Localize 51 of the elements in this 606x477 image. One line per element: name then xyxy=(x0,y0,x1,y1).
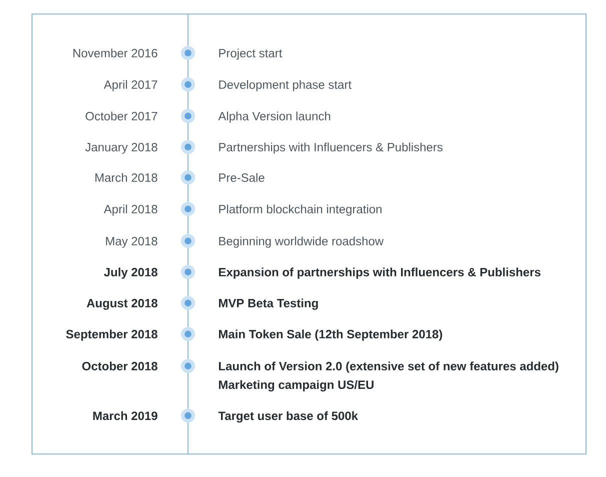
date-label: August 2018 xyxy=(86,298,158,310)
timeline-dot xyxy=(181,408,195,423)
timeline-line xyxy=(187,184,189,202)
timeline-dot xyxy=(181,202,195,216)
date-label: July 2018 xyxy=(104,268,158,279)
date-label: March 2018 xyxy=(95,173,158,182)
timeline-dot xyxy=(181,265,195,279)
timeline-line xyxy=(187,248,189,265)
timeline-line xyxy=(187,60,189,78)
timeline-line xyxy=(187,373,189,409)
timeline-dot xyxy=(181,109,195,123)
event-label: Platform blockchain integration xyxy=(219,204,382,216)
event-label: MVP Beta Testing xyxy=(219,298,318,310)
event-label: Target user base of 500k xyxy=(218,411,358,423)
event-label: Development phase start xyxy=(219,80,352,92)
timeline-frame xyxy=(31,13,587,455)
date-label: April 2017 xyxy=(104,80,158,92)
timeline-line xyxy=(187,123,189,140)
timeline-dot xyxy=(181,359,195,373)
timeline-dot xyxy=(181,78,195,92)
event-label: Main Token Sale (12th September 2018) xyxy=(219,330,442,341)
timeline-dot xyxy=(181,296,195,310)
date-label: October 2017 xyxy=(86,112,158,120)
timeline-line xyxy=(187,154,189,170)
timeline-line xyxy=(187,341,189,359)
timeline-dot xyxy=(181,327,195,341)
event-label: Beginning worldwide roadshow xyxy=(219,236,384,248)
date-label: September 2018 xyxy=(66,330,158,341)
timeline-line xyxy=(187,422,189,454)
event-label: Alpha Version launch xyxy=(218,112,330,123)
timeline-dot xyxy=(181,46,195,60)
timeline-line xyxy=(187,216,189,234)
timeline-dot xyxy=(181,140,195,154)
event-label: Launch of Version 2.0 (extensive set of new features added) xyxy=(219,362,558,373)
timeline-line xyxy=(187,14,189,46)
date-label: January 2018 xyxy=(85,142,158,154)
event-label: Project start xyxy=(219,48,282,60)
timeline-dot xyxy=(181,234,195,248)
timeline-line xyxy=(187,279,189,296)
event-label: Partnerships with Influencers & Publishers xyxy=(219,142,442,154)
event-label: Pre-Sale xyxy=(219,173,264,182)
timeline-line xyxy=(187,92,189,109)
event-label: Expansion of partnerships with Influencers & Publishers xyxy=(219,268,540,279)
timeline-line xyxy=(187,310,189,327)
date-label: November 2016 xyxy=(73,48,158,58)
event-label: Marketing campaign US/EU xyxy=(219,380,374,392)
timeline-dot xyxy=(181,170,195,184)
date-label: October 2018 xyxy=(82,362,158,370)
date-label: March 2019 xyxy=(93,411,158,420)
date-label: April 2018 xyxy=(104,204,158,216)
date-label: May 2018 xyxy=(106,236,158,248)
